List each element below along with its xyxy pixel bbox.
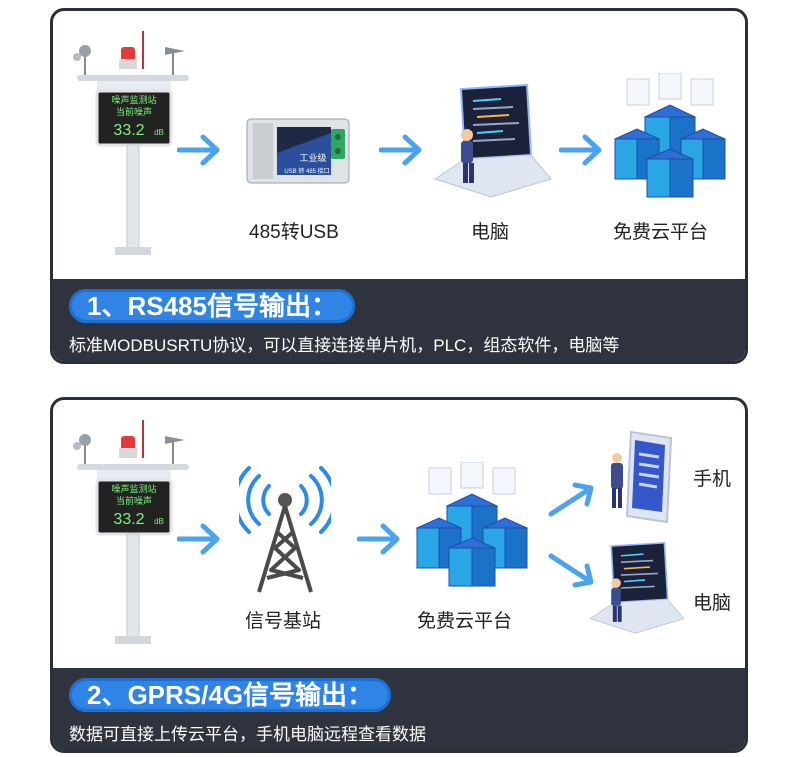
- step-cloud-label: 免费云平台: [613, 222, 709, 243]
- converter-top-text: 工业级: [299, 152, 326, 163]
- monitoring-station-icon: 噪声监测站 当前噪声 33.2 dB: [73, 31, 189, 255]
- arrow-down-right-icon: [548, 553, 594, 588]
- arrow-1-icon: [177, 134, 220, 166]
- step-tower-label: 信号基站: [245, 611, 322, 632]
- arrow-2-icon: [357, 523, 400, 555]
- gprs-title-badge: 2、GPRS/4G信号输出：: [69, 678, 392, 712]
- step-cloud-label: 免费云平台: [417, 611, 513, 632]
- arrow-3-icon: [559, 134, 602, 166]
- station-line2: 当前噪声: [116, 106, 152, 117]
- laptop-person-icon: [433, 83, 552, 198]
- rs485-description: 标准MODBUSRTU协议，可以直接连接单片机，PLC，组态软件，电脑等: [69, 336, 620, 355]
- converter-bottom-text: USB 转 485 接口: [284, 167, 329, 175]
- laptop-person-icon: [589, 541, 685, 634]
- station-line2: 当前噪声: [116, 495, 152, 506]
- station-value: 33.2: [113, 511, 144, 528]
- station-value: 33.2: [113, 122, 144, 139]
- monitoring-station-icon: 噪声监测站 当前噪声 33.2 dB: [73, 420, 189, 644]
- station-line1: 噪声监测站: [111, 94, 156, 105]
- rs485-panel: 噪声监测站 当前噪声 33.2 dB 工业级 USB 转 485 接口 485转…: [50, 8, 748, 364]
- arrow-1-icon: [177, 523, 220, 555]
- output-computer-label: 电脑: [693, 593, 732, 614]
- cloud-server-icon: [613, 73, 727, 198]
- step-converter-label: 485转USB: [249, 222, 339, 243]
- gprs-description: 数据可直接上传云平台，手机电脑远程查看数据: [69, 725, 426, 744]
- smartphone-person-icon: [611, 430, 673, 524]
- rs485-footer: 1、RS485信号输出： 标准MODBUSRTU协议，可以直接连接单片机，PLC…: [53, 279, 745, 361]
- gprs-panel: 噪声监测站 当前噪声 33.2 dB 信号基站: [50, 397, 748, 753]
- station-line1: 噪声监测站: [111, 483, 156, 494]
- arrow-2-icon: [379, 134, 422, 166]
- arrow-up-right-icon: [548, 482, 594, 517]
- output-phone-label: 手机: [693, 469, 732, 490]
- station-unit: dB: [154, 128, 164, 137]
- signal-tower-icon: [239, 466, 331, 593]
- station-unit: dB: [154, 517, 164, 526]
- gprs-footer: 2、GPRS/4G信号输出： 数据可直接上传云平台，手机电脑远程查看数据: [53, 668, 745, 750]
- cloud-server-icon: [415, 462, 529, 587]
- rs485-title-badge: 1、RS485信号输出：: [69, 289, 355, 323]
- usb-converter-icon: 工业级 USB 转 485 接口: [246, 118, 350, 184]
- step-computer-label: 电脑: [471, 222, 510, 243]
